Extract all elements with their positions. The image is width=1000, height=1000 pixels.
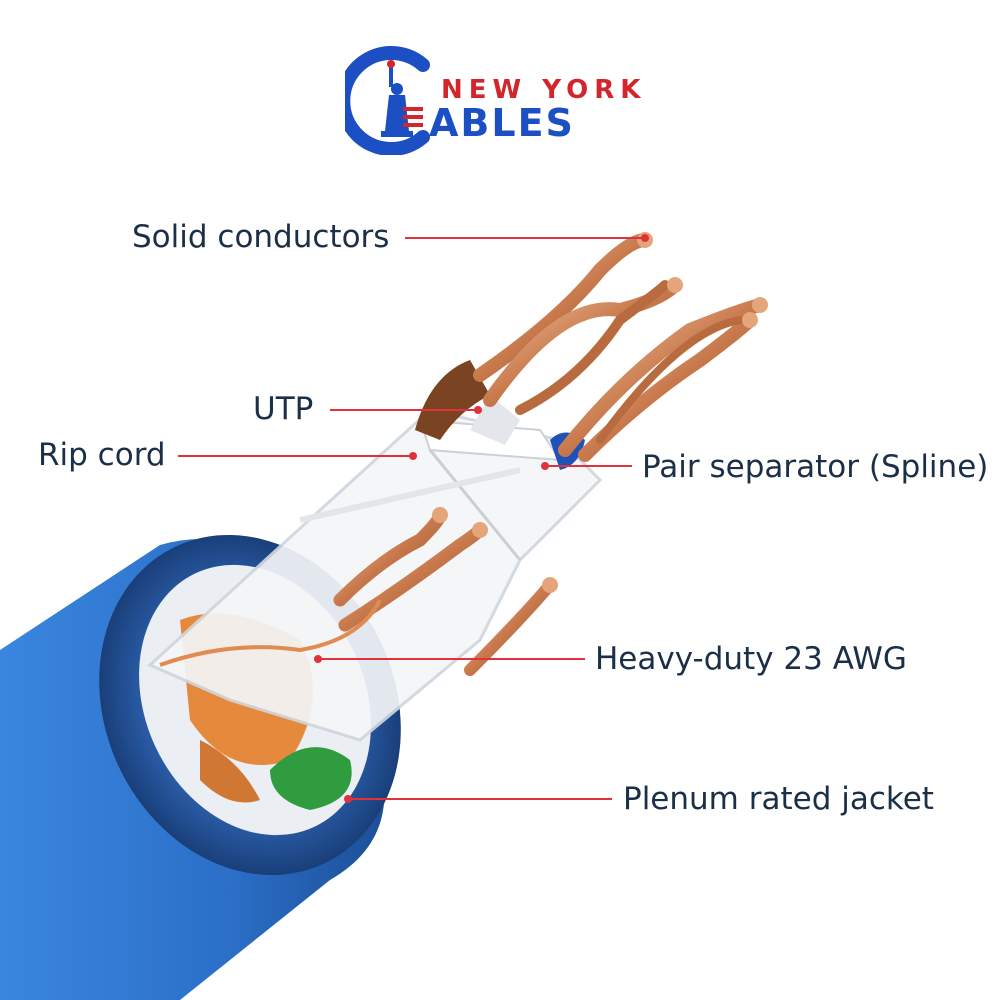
leader-lines <box>178 237 645 800</box>
marker-dot-heavy-duty <box>314 655 322 663</box>
marker-dot-utp <box>474 406 482 414</box>
label-solid-conductors: Solid conductors <box>132 219 390 255</box>
marker-dot-pair-separator <box>541 462 549 470</box>
label-utp: UTP <box>253 391 314 427</box>
brand-top-text: NEW YORK <box>441 75 647 105</box>
label-plenum-jacket: Plenum rated jacket <box>623 781 934 817</box>
statue-of-liberty-icon <box>345 46 430 155</box>
marker-dot-plenum-jacket <box>344 795 352 803</box>
rip-cord-strand <box>159 599 382 667</box>
label-pair-separator: Pair separator (Spline) <box>642 449 989 485</box>
brand-bottom-text: ABLES <box>429 101 575 145</box>
brand-logo: NEW YORK ABLES <box>345 45 665 155</box>
label-rip-cord: Rip cord <box>38 437 166 473</box>
label-heavy-duty: Heavy-duty 23 AWG <box>595 641 907 677</box>
brown-pair <box>415 360 520 445</box>
marker-dot-solid-conductors <box>641 234 649 242</box>
marker-dot-rip-cord <box>409 452 417 460</box>
